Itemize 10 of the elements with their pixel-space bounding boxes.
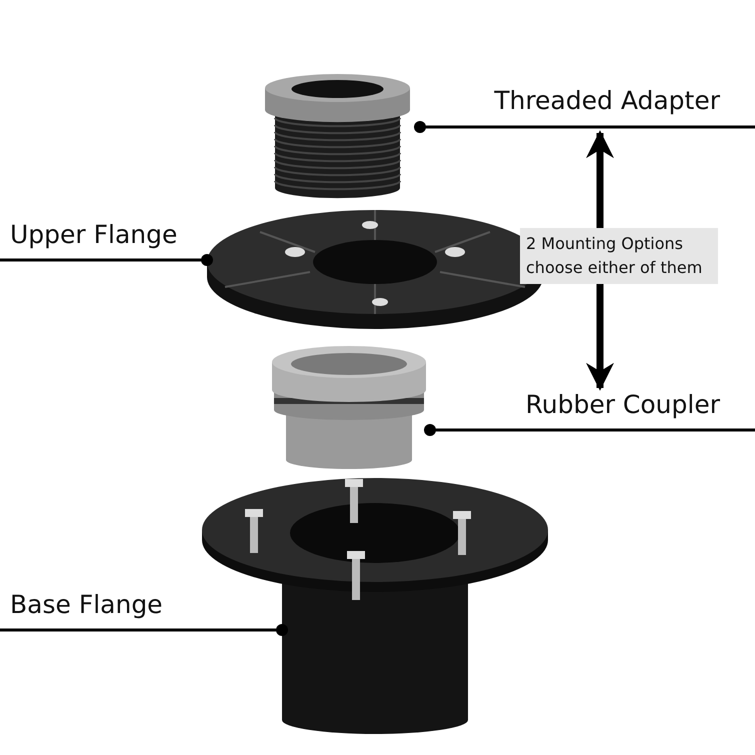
drain-base-drawing xyxy=(200,475,550,735)
part-label: Threaded Adapter xyxy=(494,86,720,115)
part-label: Rubber Coupler xyxy=(525,390,720,419)
edge-label: 2 Mounting Options choose either of them xyxy=(520,228,718,284)
leader-line xyxy=(424,424,755,436)
leader-line xyxy=(414,121,755,133)
leader-line xyxy=(0,254,213,266)
part-label: Upper Flange xyxy=(10,220,178,249)
part-label: Base Flange xyxy=(10,590,163,619)
leader-line xyxy=(0,624,288,636)
